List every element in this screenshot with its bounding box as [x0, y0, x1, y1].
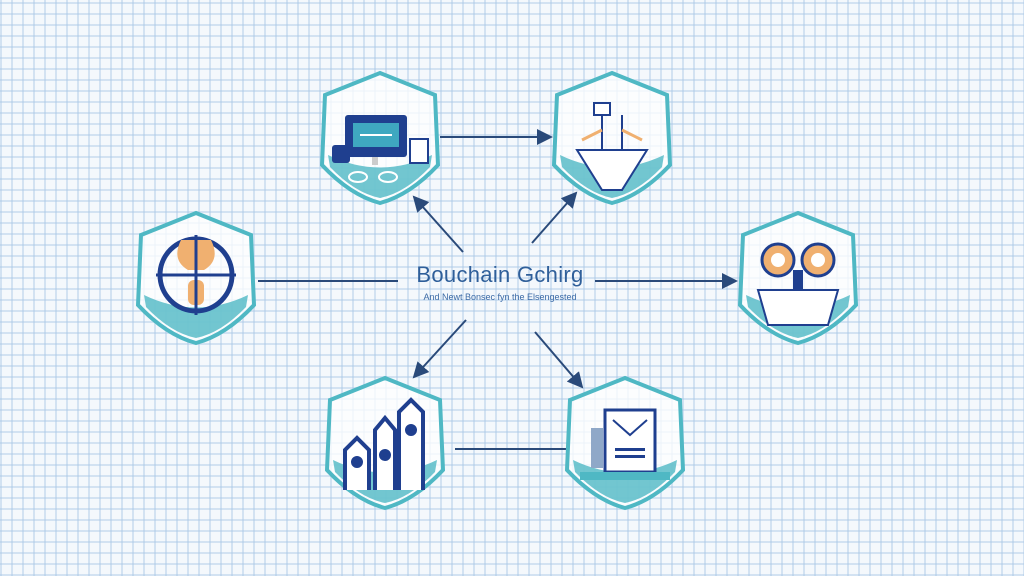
node-computer[interactable]	[320, 71, 440, 205]
node-target[interactable]	[136, 211, 256, 345]
node-ship[interactable]	[552, 71, 672, 205]
connector-center-topleft	[412, 195, 464, 253]
document-icon	[580, 408, 670, 480]
computer-icon	[332, 115, 429, 183]
node-binoculars[interactable]	[738, 211, 858, 345]
diagram-title: Bouchain Gchirg	[416, 262, 584, 287]
connector-center-bottomright	[534, 331, 584, 389]
ship-icon	[575, 102, 649, 191]
connectors	[258, 129, 738, 450]
binoculars-icon	[756, 242, 840, 326]
target-icon	[156, 235, 236, 315]
node-document[interactable]	[565, 376, 685, 510]
diagram-subtitle: And Newt Bonsec fyn the Elsengested	[423, 292, 577, 302]
connector-center-bottomleft	[412, 319, 467, 379]
node-buildings[interactable]	[325, 376, 445, 510]
buildings-icon	[343, 397, 425, 490]
connector-center-topright	[531, 191, 578, 244]
